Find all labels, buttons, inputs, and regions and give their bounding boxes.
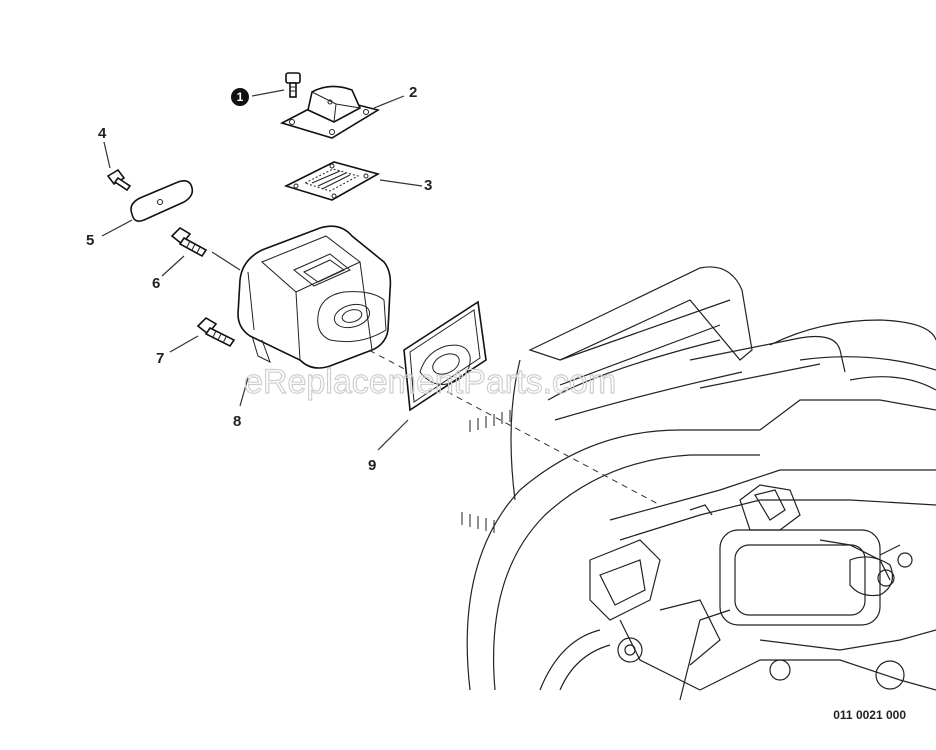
part-9-gasket (403, 300, 487, 412)
part-6-bolt (170, 226, 208, 258)
callout-1: 1 (231, 88, 249, 106)
callout-5: 5 (86, 232, 94, 249)
part-8-muffler (237, 225, 392, 369)
callout-3: 3 (424, 177, 432, 194)
leader-lines (101, 89, 423, 451)
part-3-spark-screen (283, 161, 381, 201)
callout-label: 1 (237, 90, 244, 104)
callout-7: 7 (156, 350, 164, 367)
callout-4: 4 (98, 125, 107, 142)
chainsaw-body-outline (461, 266, 936, 701)
callout-2: 2 (409, 84, 417, 101)
callout-badge (231, 88, 249, 106)
callout-8: 8 (233, 413, 241, 430)
assembly-axis-line (349, 339, 661, 506)
callout-9: 9 (368, 457, 376, 474)
part-7-bolt (196, 316, 236, 348)
part-1-screw (285, 72, 301, 98)
callout-6: 6 (152, 275, 160, 292)
part-4-screw (106, 168, 132, 192)
drawing-number: 011 0021 000 (833, 708, 906, 722)
watermark-text: eReplacementParts.com (244, 363, 616, 401)
part-5-oval-plate (130, 180, 194, 222)
part-2-cover-plate (279, 85, 381, 139)
